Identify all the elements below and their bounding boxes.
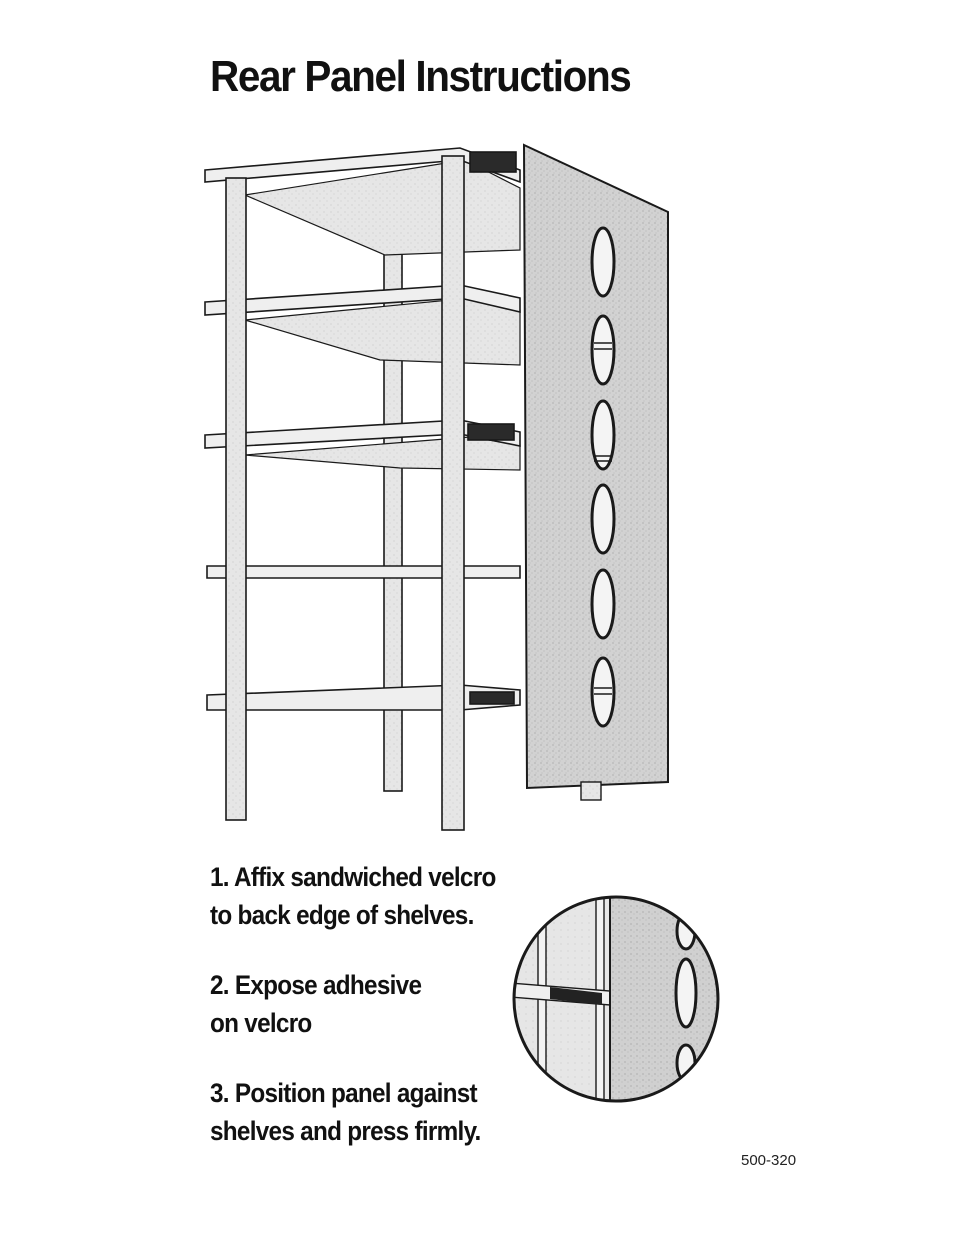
front-right-post — [441, 155, 465, 831]
velcro-strip — [469, 151, 517, 173]
step-2: 2. Expose adhesive on velcro — [210, 966, 507, 1042]
rear-panel — [522, 143, 669, 801]
step-3-line-1: 3. Position panel against — [210, 1078, 478, 1108]
step-3: 3. Position panel against shelves and pr… — [210, 1074, 507, 1150]
front-left-post — [225, 177, 247, 821]
panel-holes — [590, 226, 616, 728]
front-posts — [225, 155, 465, 831]
step-1-line-1: 1. Affix sandwiched velcro — [210, 862, 496, 892]
step-3-line-2: shelves and press firmly. — [210, 1116, 481, 1146]
shelf-rack-illustration — [204, 143, 669, 831]
step-1: 1. Affix sandwiched velcro to back edge … — [210, 858, 507, 934]
page-title: Rear Panel Instructions — [210, 52, 632, 101]
velcro-strip — [467, 423, 515, 441]
instruction-steps: 1. Affix sandwiched velcro to back edge … — [210, 858, 540, 1182]
velcro-strip — [469, 691, 515, 705]
shelf-4 — [206, 565, 521, 579]
step-1-line-2: to back edge of shelves. — [210, 900, 474, 930]
step-2-line-1: 2. Expose adhesive — [210, 970, 422, 1000]
step-2-line-2: on velcro — [210, 1008, 312, 1038]
shelf-5 — [206, 684, 521, 711]
part-number: 500-320 — [741, 1152, 797, 1169]
velcro-detail-inset — [512, 895, 720, 1103]
